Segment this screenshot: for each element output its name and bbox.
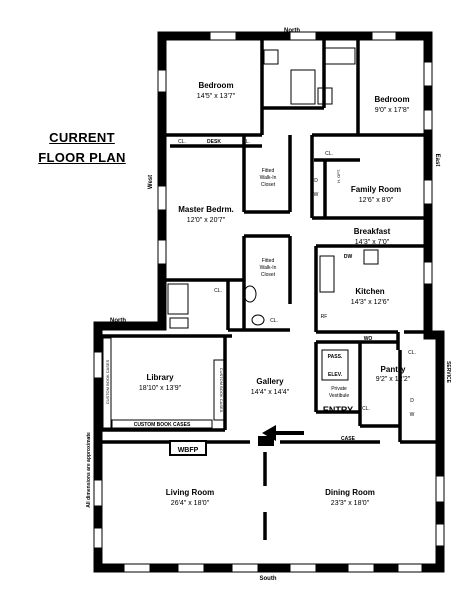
room-gallery-dims: 14'4" x 14'4" [251,389,290,396]
label-cases-right: CUSTOM BOOK CASES [219,368,224,413]
book-cases [102,337,225,429]
label-d-pantry: D [410,398,414,404]
room-family-name: Family Room [351,185,401,194]
label-cl-vestibule: CL. [362,406,370,412]
wbfp-box [169,440,207,456]
compass-south: South [260,576,277,582]
room-master-dims: 12'0" x 20'7" [187,217,226,224]
interior-walls [102,40,436,540]
label-closet1-line1: Fitted [262,168,275,174]
elevator-box [321,349,349,381]
label-rf: RF [321,314,328,320]
compass-west: West [148,175,154,189]
room-gallery-name: Gallery [256,377,284,386]
label-wbfp: WBFP [178,447,199,454]
label-wo: WO [364,336,373,342]
room-bedroom2-dims: 9'0" x 17'8" [375,107,410,114]
room-dining-name: Dining Room [325,488,375,497]
room-library-dims: 18'10" x 13'9" [139,385,182,392]
room-master-name: Master Bedrm. [178,205,234,214]
label-closet1-line3: Closet [261,182,276,188]
plan-title-line1: CURRENT [49,130,115,145]
compass-north-wing: North [110,318,126,324]
label-private: Private [331,386,347,392]
label-h-opt: H. OPT. [336,169,341,183]
label-case: CASE [341,436,356,442]
room-living-dims: 26'4" x 18'0" [171,500,210,507]
room-kitchen-name: Kitchen [355,287,384,296]
column [258,436,274,446]
label-desk: DESK [207,139,221,145]
windows [93,31,445,573]
label-closet2-line3: Closet [261,272,276,278]
label-cl-family: CL. [325,151,333,157]
compass-north: North [284,28,300,34]
label-service: SERVICE [445,361,451,384]
compass-east: East [434,154,440,167]
bath-fixtures [167,47,379,329]
label-w-laundry: W [314,192,319,198]
entry-arrow [262,425,304,441]
label-cl-bath: CL. [214,288,222,294]
room-bedroom1-name: Bedroom [198,81,233,90]
label-cl-1: CL. [178,139,186,145]
label-cl-bath2: CL. [270,318,278,324]
label-d-laundry: D [314,178,318,184]
room-dining-dims: 23'3" x 18'0" [331,500,370,507]
label-closet1-line2: Walk-In [260,175,277,181]
room-breakfast-name: Breakfast [354,227,391,236]
label-w-pantry: W [410,412,415,418]
label-vestibule: Vestibule [329,393,350,399]
exterior-walls [93,31,445,573]
label-cl-pantry: CL. [408,350,416,356]
room-library-name: Library [146,373,174,382]
label-entry: ENTRY [323,405,353,415]
label-cases-left: CUSTOM BOOK CASES [105,359,110,404]
room-breakfast-dims: 14'3" x 7'0" [355,239,390,246]
label-pass: PASS. [328,354,343,360]
label-cases-bottom: CUSTOM BOOK CASES [134,422,191,428]
plan-title-line2: FLOOR PLAN [38,150,126,165]
room-living-name: Living Room [166,488,214,497]
label-closet2-line2: Walk-In [260,265,277,271]
room-pantry-dims: 9'2" x 12'2" [376,376,411,383]
disclaimer: All dimensions are approximate [86,432,92,508]
room-pantry-name: Pantry [381,365,406,374]
room-kitchen-dims: 14'3" x 12'6" [351,299,390,306]
label-cl-2: CL. [242,139,250,145]
label-closet2-line1: Fitted [262,258,275,264]
room-bedroom1-dims: 14'5" x 13'7" [197,93,236,100]
label-dw: DW [344,254,353,260]
room-bedroom2-name: Bedroom [374,95,409,104]
room-family-dims: 12'6" x 8'0" [359,197,394,204]
label-elev: ELEV. [328,372,343,378]
